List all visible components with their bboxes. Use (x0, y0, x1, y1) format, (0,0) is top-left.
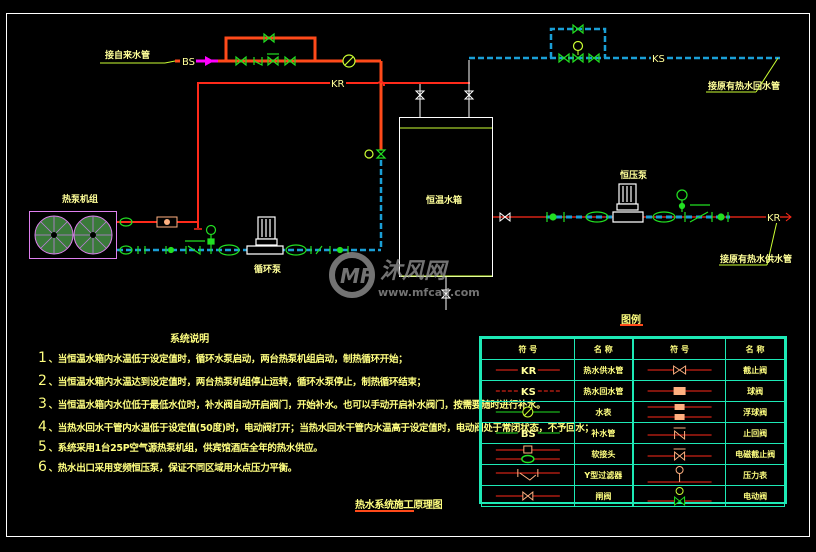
float-valve-icon (631, 401, 727, 423)
note-item: 4、当热水回水干管内水温低于设定值(50度)时，电动阀打开；当热水回水干管内水温… (38, 419, 594, 435)
float-valve-icon (364, 149, 387, 159)
bypass-valve-icon (263, 32, 275, 44)
legend-row: Y型过滤器 压力表 (481, 464, 785, 486)
note-item: 3、当恒温水箱内水位低于最低水位时，补水阀自动开启阀门，开始补水。也可以手动开启… (38, 396, 546, 412)
return-to-existing-label: 接原有热水回水管 (708, 80, 780, 92)
legend-header-row: 符 号 名 称 符 号 名 称 (481, 338, 785, 360)
motorized-valve-icon (572, 40, 584, 52)
bs-symbol: BS (521, 429, 536, 440)
watermark: MF 沐风网 www.mfcad.com (329, 252, 480, 299)
inline-valves-icon (235, 53, 296, 67)
flow-arrow-icon (205, 56, 214, 66)
kr-outlet-code-label: KR (767, 213, 781, 224)
legend-row: 软接头 电磁截止阀 (481, 443, 785, 465)
gate-icon (481, 485, 575, 507)
circulation-line (117, 216, 381, 256)
legend-row: 水表 浮球阀 (481, 401, 785, 423)
check-valve-icon (631, 422, 727, 444)
heat-pump-unit-label: 热泵机组 (62, 193, 98, 205)
motorized-valve-icon (631, 443, 727, 465)
circulation-pump-icon (246, 216, 284, 255)
kr-code-label: KR (331, 79, 345, 90)
gate-valve-icon (631, 359, 727, 381)
bs-code-label: BS (182, 57, 195, 68)
flexible-joint-icon (481, 443, 575, 465)
heat-pump-outlet (117, 216, 202, 230)
bypass-pipe (224, 36, 317, 61)
constant-pressure-pump-label: 恒压泵 (620, 169, 648, 181)
legend-table: 符 号 名 称 符 号 名 称 KR 热水供水管 截止阀 KS 热水回水管 球阀… (479, 336, 787, 507)
constant-pressure-pump-icon (612, 183, 644, 223)
watermark-url: www.mfcad.com (378, 286, 480, 299)
ks-return-pipe (469, 23, 780, 93)
legend-row: 闸阀 电动阀 (481, 485, 785, 507)
constant-temperature-tank (399, 60, 493, 310)
kr-symbol: KR (521, 366, 537, 377)
legend-row: KS 热水回水管 球阀 (481, 380, 785, 402)
supply-to-existing-label: 接原有热水供水管 (720, 253, 792, 265)
ball-valve-icon (631, 380, 727, 402)
fan-icon (34, 215, 74, 255)
drawing-title: 热水系统施工原理图 (355, 500, 443, 511)
note-item: 6、热水出口采用变频恒压泵，保证不同区域用水点压力平衡。 (38, 459, 298, 475)
tap-water-inlet-label: 接自来水管 (105, 49, 150, 61)
return-valves-icon (558, 23, 600, 64)
legend-row: BS 补水管 止回阀 (481, 422, 785, 444)
electric-valve-icon (631, 485, 727, 507)
supply-outlet-line (493, 183, 792, 266)
drawing-frame (6, 13, 810, 537)
ks-symbol: KS (521, 387, 536, 398)
note-item: 2、当恒温水箱内水温达到设定值时，两台热泵机组停止运转，循环水泵停止，制热循环结… (38, 373, 426, 389)
pressure-gauge-icon (631, 464, 727, 486)
legend-title: 图例 (621, 315, 641, 326)
y-strainer-icon (481, 464, 575, 486)
svg-text:MF: MF (340, 264, 374, 288)
fan-icon (73, 215, 113, 255)
circulation-pump-label: 循环泵 (254, 263, 282, 275)
makeup-water-line (100, 32, 383, 85)
heat-pump-unit (29, 211, 117, 259)
tank-label: 恒温水箱 (426, 194, 462, 206)
notes-heading: 系统说明 (170, 334, 209, 345)
water-meter-icon (481, 401, 575, 423)
note-item: 1、当恒温水箱内水温低于设定值时，循环水泵启动，两台热泵机组启动，制热循环开始； (38, 350, 408, 366)
legend-row: KR 热水供水管 截止阀 (481, 359, 785, 381)
watermark-brand: 沐风网 (380, 259, 449, 284)
note-item: 5、系统采用1台25P空气源热泵机组，供宾馆酒店全年的热水供应。 (38, 439, 323, 455)
kr-supply-pipe (197, 81, 470, 228)
ks-code-label: KS (652, 54, 665, 65)
